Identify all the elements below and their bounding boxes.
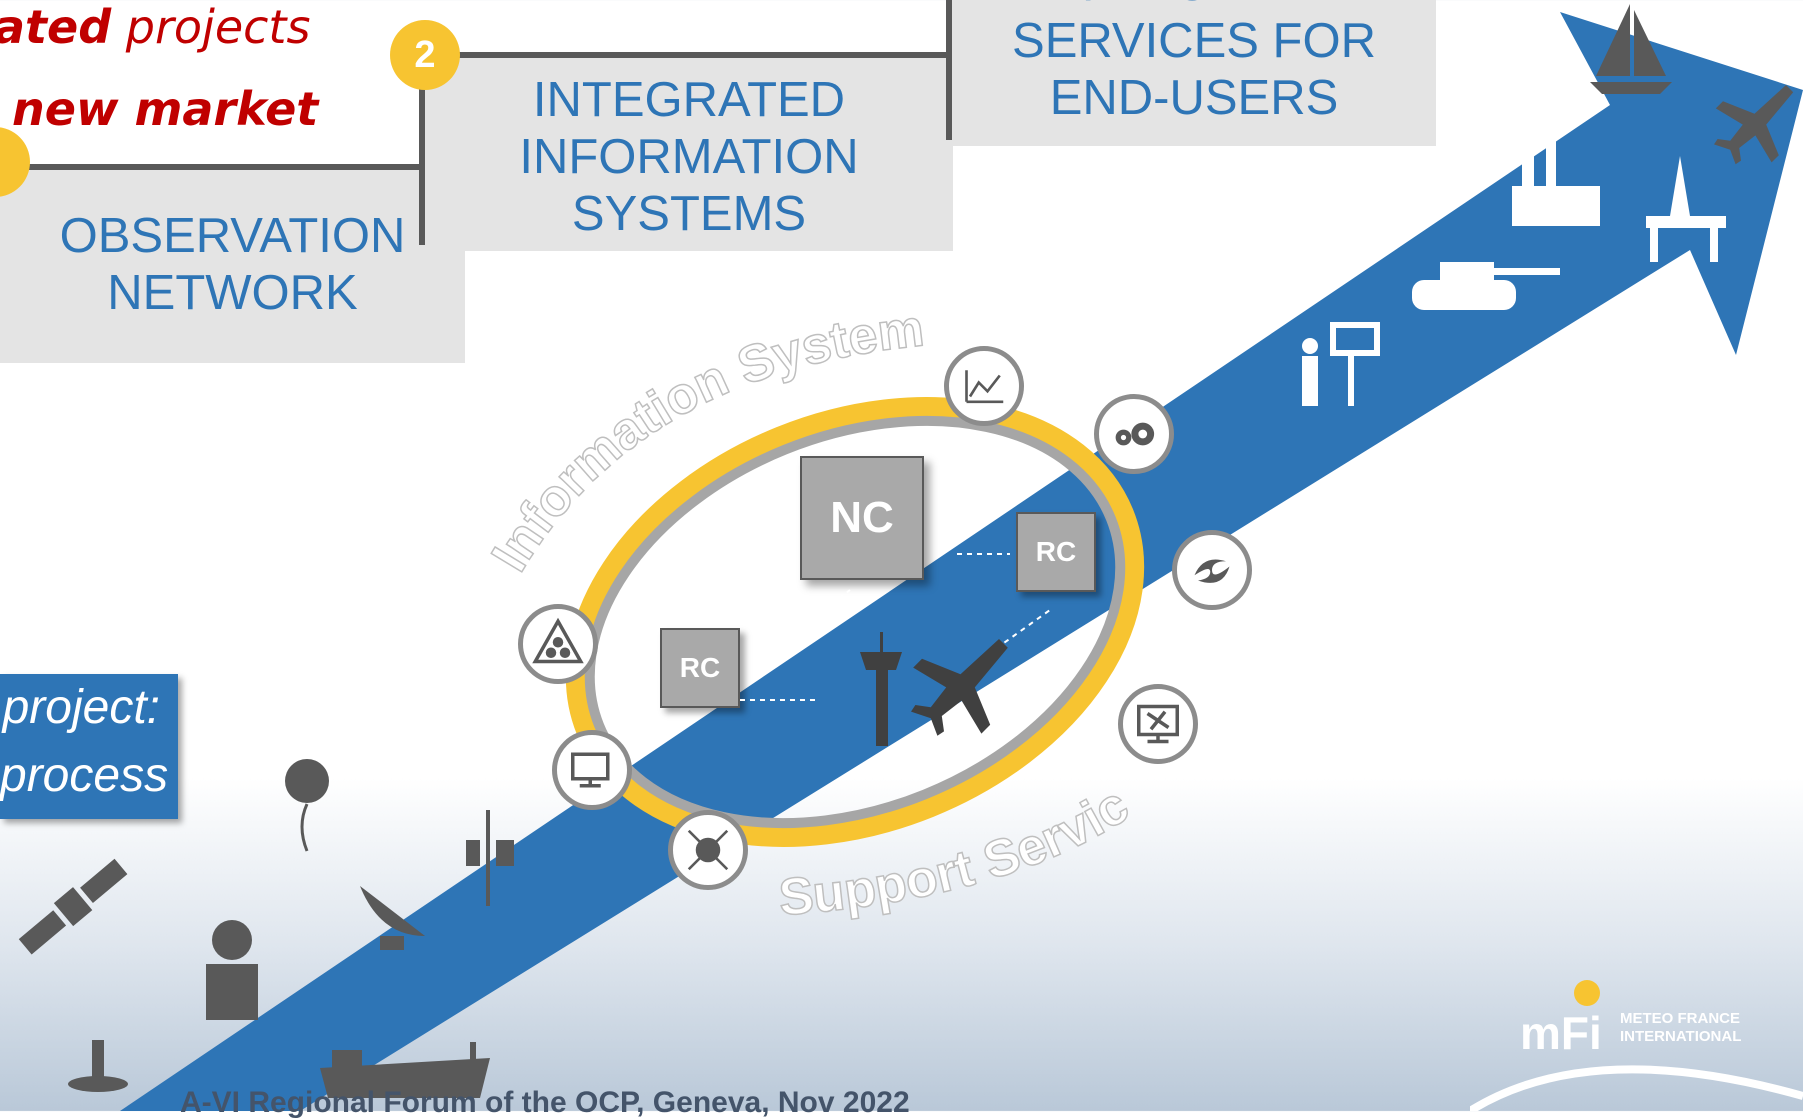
step-box-integrated-information-systems: INTEGRATED INFORMATION SYSTEMS (425, 58, 953, 251)
monitor-icon (552, 730, 632, 810)
step-3-line-3: END-USERS (1049, 71, 1339, 125)
chart-icon (944, 346, 1024, 426)
logo-line-2: INTERNATIONAL (1620, 1028, 1742, 1045)
project-box-line-1: project: (2, 681, 160, 734)
airplane-icon (1714, 85, 1794, 165)
globe-network-icon (668, 810, 748, 890)
dish-antenna-icon (360, 886, 425, 950)
step-2-line-2: INFORMATION (519, 130, 859, 184)
left-text-bold: ated (0, 0, 112, 54)
triangle-circles-icon (518, 604, 598, 684)
logo-arc (1470, 1065, 1803, 1111)
step-2-line-1: INTEGRATED (532, 73, 846, 127)
presentation-board-icon (1302, 322, 1380, 406)
project-box-line-2: process (0, 749, 169, 802)
monitor-aircraft-icon (1118, 684, 1198, 764)
rc-building-right: RC (1016, 512, 1096, 592)
center-airplane-icon (911, 639, 1008, 736)
logo-sun (1574, 980, 1600, 1006)
project-box: project: process (0, 674, 178, 819)
logo-abbr: mFi (1520, 1007, 1602, 1059)
step-box-tailored-services: TAILORED SERVICES FOR END-USERS (952, 0, 1436, 146)
rc-label-right: RC (1035, 536, 1077, 567)
step-3-line-1: TAILORED (952, 0, 1436, 13)
oil-platform-icon (1646, 156, 1726, 262)
left-text-rest: projects (111, 0, 311, 54)
tank-icon (1412, 262, 1560, 310)
step-box-observation-network: OBSERVATION NETWORK (0, 170, 465, 363)
step-2-badge: 2 (390, 20, 460, 90)
weather-station-icon (466, 810, 514, 906)
left-text-line-1: ated projects (0, 0, 310, 54)
logo-line-1: METEO FRANCE (1620, 1010, 1740, 1027)
nc-building: NC (800, 456, 924, 580)
cyclone-icon (1172, 530, 1252, 610)
satellite-icon (18, 858, 128, 955)
gears-icon (1094, 394, 1174, 474)
left-text-line-2: new market (12, 82, 319, 136)
step-1-line-1: OBSERVATION (59, 209, 406, 263)
step-1-line-2: NETWORK (107, 266, 358, 320)
rc-building-left: RC (660, 628, 740, 708)
footer-text: A-VI Regional Forum of the OCP, Geneva, … (180, 1086, 910, 1119)
sailboat-icon (1590, 4, 1672, 94)
rc-label-left: RC (679, 652, 721, 683)
step-2-line-3: SYSTEMS (571, 187, 807, 241)
factory-icon (1512, 130, 1600, 226)
radar-dome-icon (206, 920, 258, 1020)
step-3-line-2: SERVICES FOR (1012, 14, 1376, 68)
control-tower-icon (860, 632, 902, 746)
balloon-icon (285, 759, 329, 852)
nc-label: NC (830, 493, 894, 542)
ship-icon (320, 1042, 490, 1098)
weather-sensor-icon (68, 1040, 128, 1092)
